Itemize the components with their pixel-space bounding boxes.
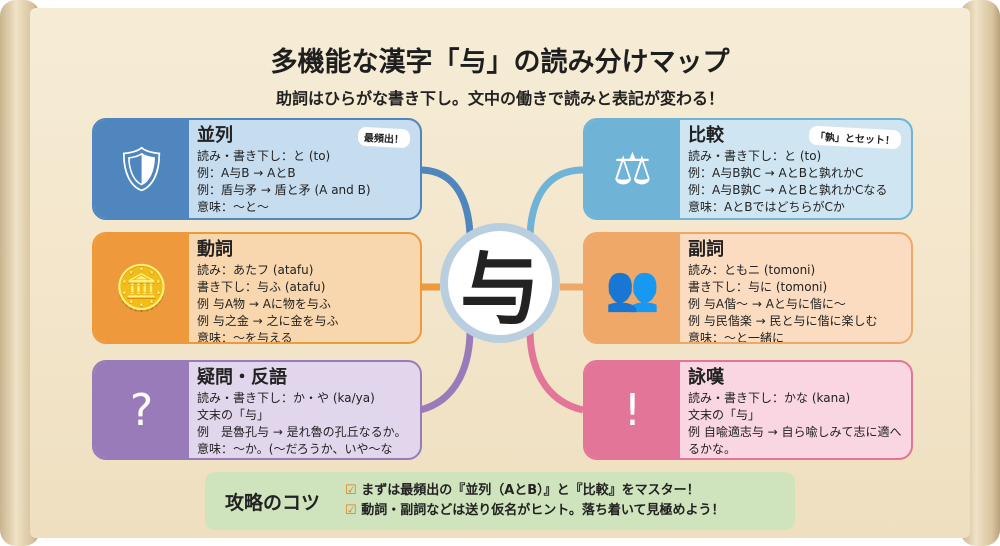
card-line: 意味：～と一緒に: [688, 331, 785, 344]
card-heading: 比較: [688, 125, 724, 146]
card-line: 意味：～だなあ。: [688, 458, 903, 460]
card-line: 例：A与B → AとB: [197, 166, 296, 180]
card-heading: 詠嘆: [688, 367, 724, 388]
card-line: 例 与A物 → Aに物を与ふ: [197, 297, 331, 311]
page-title: 多機能な漢字「与」の読み分けマップ: [270, 47, 730, 78]
card-heading: 動詞: [197, 239, 233, 260]
hand-coin-icon: 🪙: [94, 234, 189, 342]
question-person-icon: ?: [94, 362, 189, 458]
card-2: 🪙 動詞読み：あたフ (atafu) 書き下し：与ふ (atafu) 例 与A物 → …: [92, 232, 422, 344]
card-line: 意味：～か。(～だろうか、いや～ない。): [197, 442, 393, 456]
card-heading: 並列: [197, 125, 233, 146]
card-1: 🛡 並列読み・書き下し：と (to) 例：A与B → AとB 例：盾与矛 → 盾と矛 …: [92, 118, 422, 220]
card-line: 意味：～を与える: [197, 331, 293, 344]
card-line: 読み・書き下し：と (to): [688, 149, 822, 163]
card-5: 👥 副詞読み：ともニ (tomoni) 書き下し：与に (tomoni) 例 与A偕～…: [583, 232, 913, 344]
scale-icon: ⚖: [585, 120, 680, 218]
tips-title: 攻略のコツ: [225, 491, 321, 514]
card-line: 意味：AとBではどちらがCか: [688, 200, 845, 214]
card-line: 読み・書き下し：か・や (ka/ya): [197, 391, 375, 405]
card-line: 例：盾与矛 → 盾と矛 (A and B): [197, 183, 371, 197]
card-line: 書き下し：与ふ (atafu): [197, 280, 326, 294]
subtitle: 助詞はひらがな書き下し。文中の働きで読みと表記が変わる！: [275, 89, 724, 108]
card-line: 文末の「与」: [688, 408, 761, 422]
card-line: 読み：あたフ (atafu): [197, 263, 314, 277]
card-line: 読み・書き下し：と (to): [197, 149, 331, 163]
card-line: 読み：ともニ (tomoni): [688, 263, 816, 277]
card-badge: 最頻出！: [357, 126, 411, 149]
card-4: ⚖ 比較読み・書き下し：と (to) 例：A与B孰C → AとBと孰れかC 例：A与B…: [583, 118, 913, 220]
checkbox-icon: ☑: [345, 483, 357, 498]
card-line: 文末の「与」: [197, 408, 270, 422]
card-line: 例 与之金 → 之に金を与ふ: [197, 314, 339, 328]
card-line: 例：A与B孰C → AとBと孰れかCなる: [688, 183, 888, 197]
checkbox-icon: ☑: [345, 503, 357, 518]
card-line: 例 是魯孔与 → 是れ魯の孔丘なるか。: [197, 425, 407, 439]
center-kanji: 与: [440, 223, 560, 343]
friends-icon: 👥: [585, 234, 680, 342]
tip-item: ☑ まずは最頻出の『並列（AとB）』と『比較』をマスター！: [345, 483, 700, 498]
tip-item: ☑ 動詞・副詞などは送り仮名がヒント。落ち着いて見極めよう！: [345, 503, 725, 518]
card-6: ! 詠嘆読み・書き下し：かな (kana) 文末の「与」例 自喩適志与 → 自ら喩し…: [583, 360, 913, 460]
card-3: ? 疑問・反語読み・書き下し：か・や (ka/ya) 文末の「与」例 是魯孔与 → …: [92, 360, 422, 460]
card-line: 例 与A偕～ → Aと与に偕に～: [688, 297, 846, 311]
card-line: 読み・書き下し：かな (kana): [688, 391, 851, 405]
card-line: 意味：～と～: [197, 200, 270, 214]
card-heading: 疑問・反語: [197, 367, 287, 388]
tips-box: 攻略のコツ ☑ まずは最頻出の『並列（AとB）』と『比較』をマスター！ ☑ 動詞…: [205, 472, 795, 530]
card-line: 例：A与B孰C → AとBと孰れかC: [688, 166, 864, 180]
card-line: 書き下し：与に (tomoni): [688, 280, 828, 294]
card-line: 例 自喩適志与 → 自ら喩しみて志に適へるかな。: [688, 425, 902, 456]
shield-spear-icon: 🛡: [94, 120, 189, 218]
card-heading: 副詞: [688, 239, 724, 260]
card-line: 例 与民偕楽 → 民と与に偕に楽しむ: [688, 314, 878, 328]
exclaim-person-icon: !: [585, 362, 680, 458]
